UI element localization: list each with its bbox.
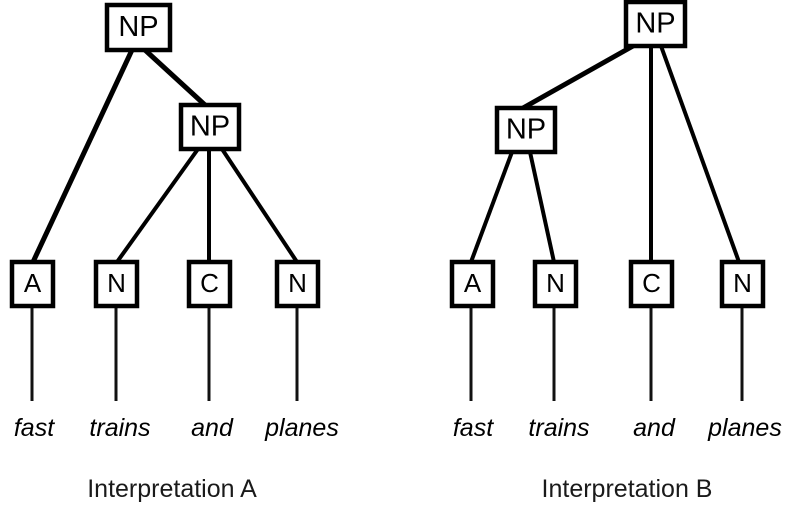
- node-b-np-root[interactable]: NP: [623, 0, 688, 49]
- node-label-a-pos-n2: N: [288, 268, 307, 298]
- node-label-b-pos-n1: N: [546, 268, 565, 298]
- node-box-a-np-root[interactable]: [104, 2, 173, 53]
- node-a-pos-n1[interactable]: N: [93, 259, 140, 309]
- node-label-a-np-inner: NP: [190, 111, 230, 143]
- node-a-np-root[interactable]: NP: [104, 2, 173, 53]
- node-box-b-np-root[interactable]: [623, 0, 688, 49]
- node-label-b-np-inner: NP: [506, 114, 546, 146]
- branch-b-np-to-a: [469, 151, 514, 263]
- node-label-b-pos-c: C: [642, 268, 661, 298]
- branch-b-root-to-n2: [659, 45, 741, 263]
- branch-a-np-to-n2: [220, 147, 299, 264]
- node-a-pos-n2[interactable]: N: [274, 259, 321, 309]
- node-b-pos-c[interactable]: C: [628, 259, 675, 309]
- node-box-b-pos-c[interactable]: [628, 259, 675, 309]
- node-label-b-pos-a: A: [464, 268, 482, 298]
- node-box-a-pos-n2[interactable]: [274, 259, 321, 309]
- node-box-b-np-inner[interactable]: [494, 105, 558, 155]
- node-a-pos-a[interactable]: A: [9, 259, 56, 309]
- word-a-word-fast: fast: [14, 414, 55, 442]
- node-label-a-pos-n1: N: [107, 268, 126, 298]
- node-b-np-inner[interactable]: NP: [494, 105, 558, 155]
- branch-b-root-to-np: [521, 43, 635, 111]
- caption-interpretation-a: Interpretation A: [87, 475, 257, 503]
- word-a-word-planes: planes: [264, 414, 339, 442]
- word-a-word-and: and: [191, 414, 234, 442]
- node-box-b-pos-n1[interactable]: [532, 259, 579, 309]
- node-box-a-pos-n1[interactable]: [93, 259, 140, 309]
- branch-a-np-to-n1: [115, 147, 200, 264]
- word-b-word-fast: fast: [453, 414, 494, 442]
- caption-interpretation-b: Interpretation B: [542, 475, 713, 503]
- branch-a-root-to-np: [143, 48, 207, 107]
- word-b-word-and: and: [633, 414, 676, 442]
- node-label-b-np-root: NP: [635, 8, 675, 40]
- branch-a-root-to-a: [30, 48, 135, 264]
- node-label-b-pos-n2: N: [733, 268, 752, 298]
- node-a-pos-c[interactable]: C: [186, 259, 233, 309]
- node-box-a-np-inner[interactable]: [178, 102, 242, 152]
- node-b-pos-n2[interactable]: N: [719, 259, 766, 309]
- node-b-pos-a[interactable]: A: [449, 259, 496, 309]
- branch-b-np-to-n1: [528, 151, 556, 263]
- node-label-a-pos-a: A: [24, 268, 42, 298]
- node-b-pos-n1[interactable]: N: [532, 259, 579, 309]
- node-label-a-pos-c: C: [200, 268, 219, 298]
- node-box-a-pos-c[interactable]: [186, 259, 233, 309]
- node-box-b-pos-a[interactable]: [449, 259, 496, 309]
- node-box-b-pos-n2[interactable]: [719, 259, 766, 309]
- word-a-word-trains: trains: [89, 414, 150, 442]
- node-box-a-pos-a[interactable]: [9, 259, 56, 309]
- word-b-word-planes: planes: [707, 414, 782, 442]
- node-label-a-np-root: NP: [118, 11, 158, 43]
- word-b-word-trains: trains: [528, 414, 589, 442]
- node-a-np-inner[interactable]: NP: [178, 102, 242, 152]
